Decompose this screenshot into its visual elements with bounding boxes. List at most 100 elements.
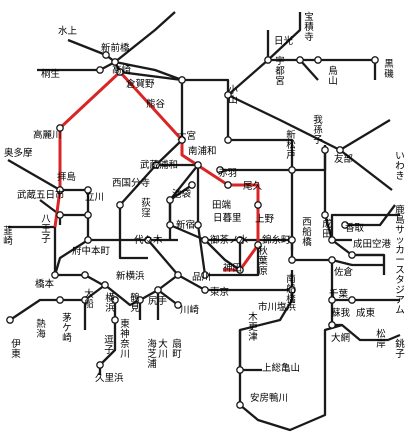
station-label-shin-yokohama: 新横浜 [116, 271, 145, 282]
station-dot [111, 58, 119, 66]
rail-line [331, 258, 384, 267]
rail-line [323, 150, 352, 242]
rail-line [227, 93, 391, 152]
station-label-omiya: 大宮 [177, 131, 197, 142]
station-label-narita-airport: 成田空港 [353, 239, 392, 250]
station-label-iwaki: いわき [395, 151, 405, 182]
station-label-kisarazu: 木更津 [248, 312, 258, 343]
station-label-minami-funabashi: 南船橋 [286, 274, 296, 305]
station-label-nirasaki: 韮崎 [3, 226, 13, 247]
station-dot [136, 296, 144, 304]
station-label-yokohama: 横浜 [105, 293, 115, 314]
station-label-tabata: 田端 [212, 200, 232, 211]
rail-line [330, 300, 401, 342]
station-dot [288, 286, 296, 294]
station-label-katori: 香取 [345, 223, 365, 234]
station-label-okawa: 大川 [158, 339, 168, 360]
station-label-akihabara: 秋葉原 [258, 246, 268, 277]
station-dot [56, 186, 64, 194]
station-label-musashi-itsukaichi: 武蔵五日市 [17, 190, 65, 201]
station-label-kiryu: 桐生 [41, 69, 61, 80]
station-dot [56, 211, 64, 219]
rail-line [86, 215, 179, 276]
station-dot [321, 211, 329, 219]
station-dot [288, 236, 296, 244]
rail-line [53, 239, 89, 276]
station-dot [102, 51, 110, 59]
station-dot [224, 181, 232, 189]
station-dot [174, 271, 182, 279]
station-label-ichikawa-shiohama: 市川塩浜 [258, 302, 297, 313]
rail-line [330, 213, 400, 240]
rail-line [98, 300, 117, 375]
station-dot [178, 76, 186, 84]
rail-line [177, 273, 206, 292]
station-label-nishi-funabashi: 西船橋 [302, 217, 312, 248]
station-label-tokyo: 東京 [210, 287, 230, 298]
station-label-takasaki-line: 高麗川 [33, 130, 62, 141]
station-label-ogimachi: 扇町 [172, 339, 182, 360]
station-dot [224, 136, 232, 144]
station-dot [111, 316, 119, 324]
station-label-karasuyama: 烏山 [328, 66, 338, 87]
station-label-kumagaya: 熊谷 [146, 99, 166, 110]
station-label-awa-kamogawa: 安房鴨川 [250, 393, 289, 404]
station-label-nishi-kokubunji: 西国分寺 [112, 178, 151, 189]
station-label-sawara: 佐倉 [334, 267, 354, 278]
station-label-abiko: 我孫子 [313, 115, 323, 146]
station-dot [81, 296, 89, 304]
station-label-kinshicho: 錦糸町 [262, 235, 291, 246]
station-label-nippori: 日暮里 [213, 213, 242, 224]
station-dot [236, 266, 244, 274]
station-label-takasaki: 高崎 [112, 65, 132, 76]
station-dot [321, 146, 329, 154]
station-dot [144, 236, 152, 244]
rail-line [118, 205, 148, 260]
highlighted-route [53, 70, 260, 272]
station-label-tsurumi: 鶴見 [130, 293, 140, 314]
station-dot [111, 296, 119, 304]
station-dot [96, 66, 104, 74]
station-label-atami: 熱海 [36, 319, 46, 340]
station-label-narita: 成田 [322, 219, 332, 240]
station-dot [236, 236, 244, 244]
rail-line [299, 59, 319, 81]
station-label-kawasaki: 川崎 [180, 305, 200, 316]
rail-line [157, 289, 179, 306]
station-dot [81, 271, 89, 279]
station-dot [152, 161, 160, 169]
station-label-shinjuku: 新宿 [176, 220, 196, 231]
rail-line [228, 138, 294, 170]
station-dot [201, 286, 209, 294]
station-label-shiriya: 尻手 [148, 296, 168, 307]
rail-line [53, 227, 104, 287]
station-label-shinmaebashi: 新前橋 [101, 43, 130, 54]
station-dot [166, 196, 174, 204]
station-dot [178, 136, 186, 144]
station-dot [296, 56, 304, 64]
station-label-kazusa-kameyama: 上総亀山 [262, 363, 301, 374]
station-label-tachikawa: 立川 [85, 192, 105, 203]
station-label-ofuna: 大船 [84, 289, 94, 310]
station-dot [288, 166, 296, 174]
station-dot [154, 286, 162, 294]
station-dot [201, 236, 209, 244]
station-label-oyama: 小山 [228, 85, 238, 106]
rail-line [238, 270, 343, 432]
station-label-oami: 大網 [331, 333, 351, 344]
station-label-yoyogi: 代々木 [134, 235, 163, 246]
station-label-tomobe: 友部 [334, 154, 354, 165]
station-label-zushi: 逗子 [104, 335, 114, 356]
station-dot [101, 281, 109, 289]
station-dot [254, 201, 262, 209]
station-label-chigasaki: 茅ケ崎 [62, 313, 72, 344]
station-dot [194, 161, 202, 169]
station-dot [236, 366, 244, 374]
station-label-ito: 伊東 [11, 339, 21, 360]
station-dot [328, 296, 336, 304]
station-label-higashi-kanagawa: 東神奈川 [120, 319, 130, 360]
station-label-haijima: 拝島 [57, 172, 77, 183]
station-label-kuragano: 倉賀野 [126, 79, 155, 90]
station-label-shinagawa: 品川 [192, 272, 212, 283]
